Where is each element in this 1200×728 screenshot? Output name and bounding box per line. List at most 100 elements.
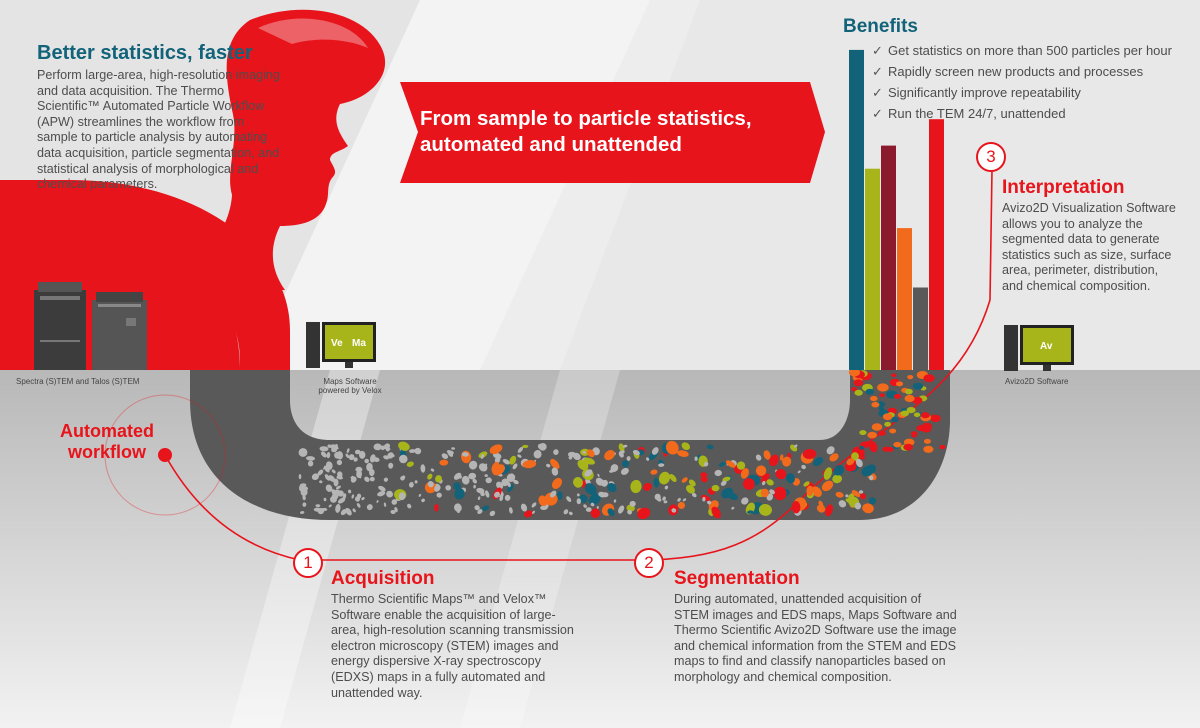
particle [658,463,665,467]
benefit-bar [929,119,944,370]
particle [333,478,339,487]
particle [337,490,344,497]
particle [355,466,363,473]
particle [923,438,931,444]
particle [345,507,352,516]
profile-head [160,9,386,290]
particle [568,511,573,516]
particle [891,373,897,378]
particle [579,494,588,503]
particle [468,460,478,470]
particle [434,484,441,492]
particle [390,509,396,515]
banner-line-1: From sample to particle statistics, [420,107,752,130]
particle [342,493,347,500]
particle [377,491,386,497]
particle [323,497,327,502]
particle [871,401,880,408]
particle [481,505,490,512]
particle [364,458,369,464]
particle [346,448,350,453]
particle [854,502,862,510]
particle [336,475,343,480]
particle [658,471,671,485]
particle [461,475,470,485]
particle [838,500,847,508]
particle [517,446,524,453]
particle [583,457,595,465]
step-3-body: Avizo2D Visualization Software allows yo… [1002,201,1176,293]
particle [427,481,434,488]
check-icon: ✓ [872,106,883,121]
particle [845,494,849,498]
particle [895,381,904,387]
particle [319,446,329,452]
particle [597,473,600,477]
particle [893,441,902,448]
particle [420,464,426,473]
workflow-dot [158,448,172,462]
particle [298,474,302,480]
particle [740,468,749,479]
particle [598,491,607,498]
particle [835,491,844,498]
particle [398,441,410,451]
particle [319,480,323,484]
particle [763,450,771,460]
particle [832,474,842,484]
particle [703,461,709,467]
particle [929,414,939,421]
particle [700,472,708,478]
particle [335,485,341,490]
particle [356,503,361,508]
particle [627,509,633,515]
particle [513,479,519,485]
particle [775,468,787,480]
check-icon: ✓ [872,85,883,100]
particle [473,484,476,489]
particle [364,476,370,483]
particle [758,503,772,516]
particle [394,506,398,513]
particle [533,450,542,459]
particle [653,477,660,488]
particle [821,480,834,492]
particle [851,490,861,498]
particle [610,464,619,472]
particle [550,458,560,470]
particle [369,476,375,482]
particle [906,407,916,414]
particle [358,475,362,479]
banner-title: From sample to particle statistics, auto… [420,106,810,158]
particle [509,455,517,465]
workflow-label: Automated workflow [60,421,154,462]
particle [618,505,625,514]
particle [352,508,356,513]
particle [383,443,391,450]
particle [485,490,490,498]
step-2-badge: 2 [634,548,664,578]
particle [911,433,917,438]
particle [867,431,877,439]
particle [803,481,810,487]
particle [826,505,833,512]
particle [826,446,835,455]
particle [702,496,706,502]
particle [829,453,839,462]
particle [354,449,361,455]
particle [551,477,563,489]
particle [307,460,314,467]
particle [321,507,328,511]
benefit-item: ✓Significantly improve repeatability [872,82,1172,103]
particle [654,493,661,501]
particle [356,493,362,499]
particle [905,388,913,395]
particle [607,508,615,517]
particle [816,504,826,513]
check-icon: ✓ [872,64,883,79]
particle [323,465,330,473]
particle [504,494,511,501]
particle [480,491,485,497]
particle [446,450,454,454]
red-pipe [0,180,290,370]
